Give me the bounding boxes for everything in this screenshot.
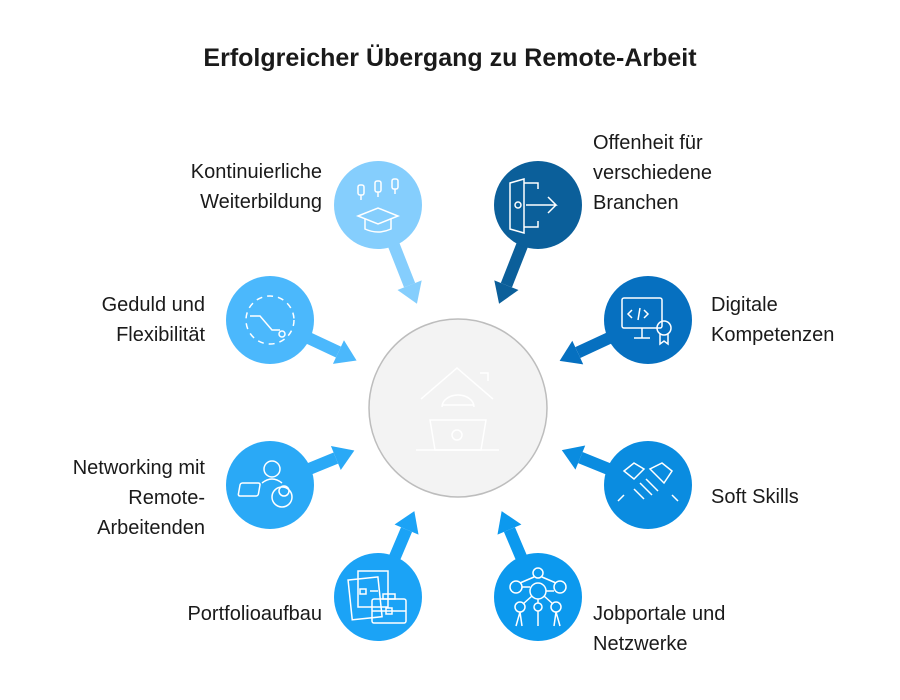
- center-circle: [368, 318, 548, 498]
- node-circle: [604, 441, 692, 529]
- node-7: [494, 553, 582, 641]
- arrow-head: [397, 280, 422, 304]
- diagram-title: Erfolgreicher Übergang zu Remote-Arbeit: [203, 44, 697, 72]
- label-digitale-kompetenzen: Digitale Kompetenzen: [711, 294, 835, 346]
- node-circle: [604, 276, 692, 364]
- graduation-cap-icon: [355, 178, 401, 233]
- network-nodes-icon: [509, 567, 567, 627]
- arrow-head: [559, 340, 584, 365]
- portfolio-briefcase-icon: [347, 570, 407, 624]
- label-jobportale: Jobportale und Netzwerke: [593, 603, 726, 655]
- flexible-path-icon: [245, 295, 295, 345]
- node-6: [334, 553, 422, 641]
- code-certificate-icon: [621, 297, 672, 346]
- node-circle: [494, 553, 582, 641]
- node-0: [334, 161, 422, 249]
- node-1: [494, 161, 582, 249]
- arrow-head: [394, 511, 419, 535]
- label-geduld: Geduld und Flexibilität: [101, 294, 205, 346]
- label-networking: Networking mit Remote- Arbeitenden: [72, 457, 205, 539]
- node-circle: [334, 553, 422, 641]
- arrow-head: [494, 280, 519, 304]
- arrow-head: [332, 340, 357, 364]
- people-network-icon: [237, 460, 293, 508]
- label-offenheit: Offenheit für verschiedene Branchen: [593, 132, 712, 214]
- remote-work-home-laptop-icon: [416, 367, 499, 451]
- arrow-head: [497, 511, 522, 535]
- door-exit-icon: [509, 178, 558, 234]
- node-2: [226, 276, 314, 364]
- node-4: [226, 441, 314, 529]
- handshake-icon: [617, 462, 679, 502]
- arrow-head: [561, 445, 586, 470]
- arrow-head: [330, 446, 355, 471]
- node-circle: [226, 276, 314, 364]
- node-circle: [334, 161, 422, 249]
- node-5: [604, 441, 692, 529]
- label-weiterbildung: Kontinuierliche Weiterbildung: [190, 161, 322, 213]
- node-circle: [226, 441, 314, 529]
- node-3: [604, 276, 692, 364]
- label-portfolioaufbau: Portfolioaufbau: [187, 603, 322, 625]
- label-soft-skills: Soft Skills: [711, 486, 799, 508]
